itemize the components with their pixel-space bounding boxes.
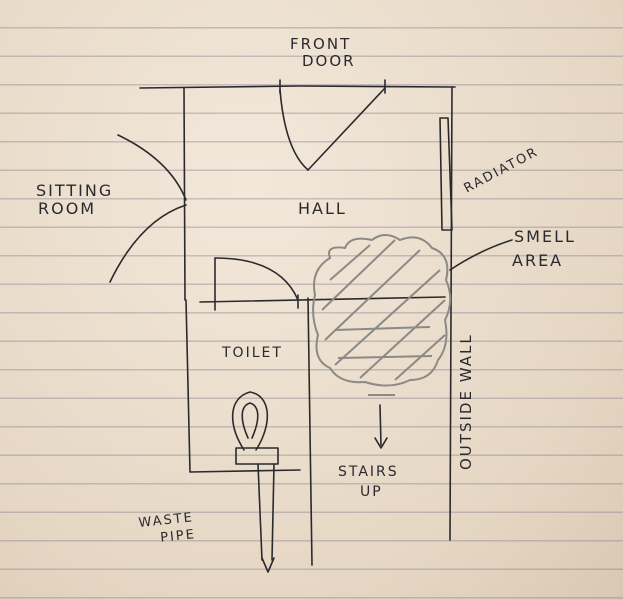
toilet-bowl <box>231 391 269 451</box>
sitting-room-door-lower-arc <box>109 204 187 283</box>
toilet-cistern <box>235 447 279 465</box>
sitting-room-label: SITTING ROOM <box>36 181 114 219</box>
waste-pipe-arrow <box>261 557 275 573</box>
radiator-shape <box>439 117 453 231</box>
toilet-label: TOILET <box>222 345 283 361</box>
front-door-arc <box>279 89 309 171</box>
toilet-bowl-inner <box>241 402 259 439</box>
smell-area-leader <box>449 239 513 271</box>
smell-area-label: SMELL AREA <box>512 227 576 271</box>
outside-wall <box>449 86 453 541</box>
smell-area-outline <box>312 234 452 387</box>
stairs-up-label-line2: UP <box>360 484 383 501</box>
waste-pipe-label: WASTE PIPE <box>138 510 197 549</box>
toilet-door-arc <box>214 257 299 301</box>
sitting-room-label-line2: ROOM <box>38 199 97 219</box>
smell-area-label-line1: SMELL <box>514 227 576 246</box>
smell-area-label-line2: AREA <box>512 251 564 271</box>
front-door-label: FRONT DOOR <box>290 35 356 71</box>
stairs-up-label-line1: STAIRS <box>338 464 399 480</box>
stairs-up-label: STAIRS UP <box>338 464 399 500</box>
front-door-leaf <box>307 87 386 171</box>
sitting-room-door-upper-arc <box>117 134 187 201</box>
front-door-label-line2: DOOR <box>302 52 356 71</box>
hall-left-wall <box>183 87 186 301</box>
toilet-top-wall <box>199 296 446 303</box>
sitting-room-label-line1: SITTING <box>36 181 114 200</box>
waste-pipe-right <box>271 463 275 561</box>
outside-wall-label: OUTSIDE WALL <box>457 333 475 470</box>
stairs-arrow-head <box>374 437 388 449</box>
stairs-arrow-line <box>379 404 382 446</box>
front-door-label-line1: FRONT <box>290 35 352 53</box>
toilet-left-wall <box>185 299 301 473</box>
hall-label: HALL <box>298 199 347 218</box>
waste-pipe-left <box>257 463 263 561</box>
front-wall <box>139 85 456 89</box>
toilet-right-wall <box>307 297 313 566</box>
smell-area <box>312 234 452 396</box>
